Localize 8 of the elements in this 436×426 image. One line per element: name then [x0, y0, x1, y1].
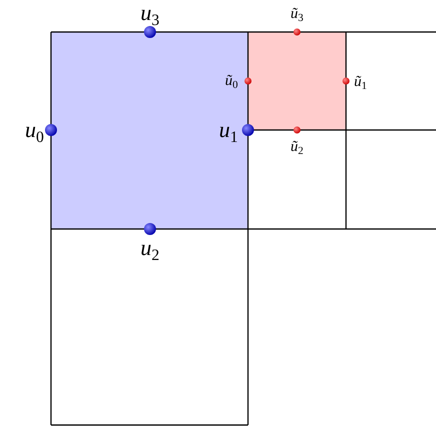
point-label: ũ$_{1}$ — [354, 74, 367, 90]
point-label: ũ$_{0}$ — [225, 74, 238, 88]
point-label: u$_{2}$ — [140, 237, 160, 259]
point-label: ũ$_{3}$ — [290, 6, 304, 22]
point-label: u$_{1}$ — [219, 119, 238, 141]
point-label: u$_{3}$ — [140, 2, 160, 24]
point-label: ũ$_{2}$ — [290, 140, 304, 154]
point-label: u$_{0}$ — [25, 119, 44, 141]
